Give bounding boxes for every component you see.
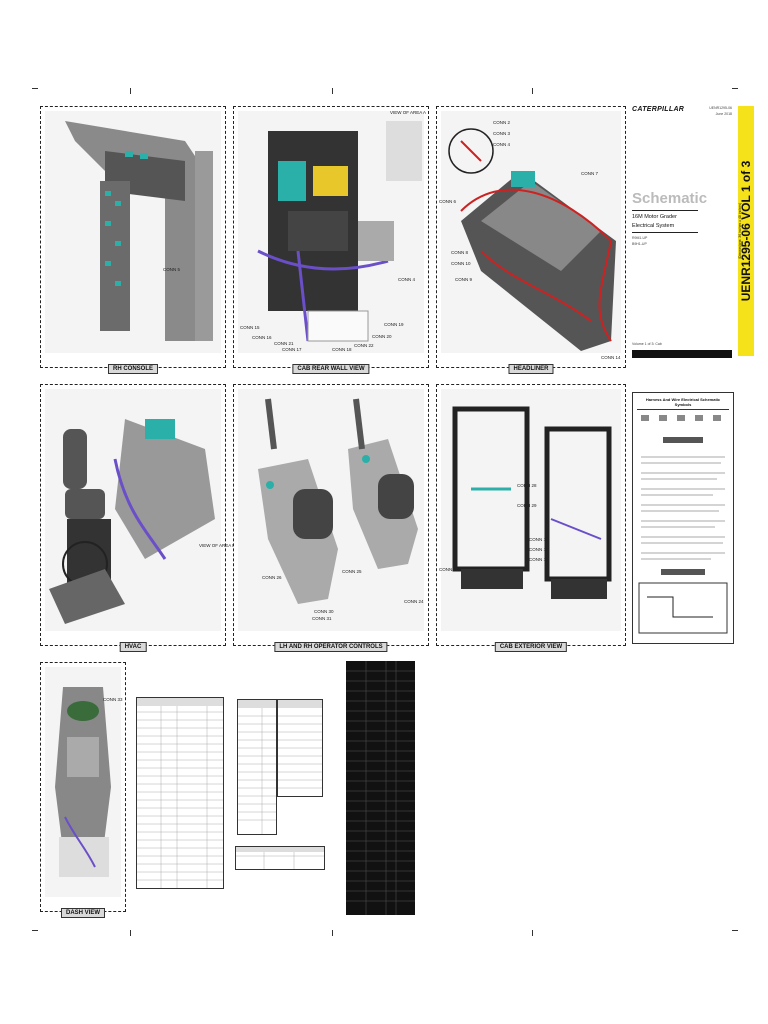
panel-operator-controls: CONN 24 CONN 25 CONN 26 CONN 30 CONN 31 … [233,384,429,652]
crop-mark [32,88,38,95]
view-tag: VIEW OF AREA B [199,543,236,548]
panel-caption: CAB EXTERIOR VIEW [494,642,568,652]
panel-caption: HVAC [119,642,147,652]
conn-label: CONN 27 [439,567,459,572]
conn-label: CONN 9 [455,277,473,282]
doc-date: June 2018 [715,112,732,116]
crop-mark [130,88,137,94]
conn-label: CONN 3 [493,131,511,136]
conn-label: CONN 25 [342,569,362,574]
conn-label: CONN 14 [601,355,621,360]
conn-label: CONN 7 [581,171,599,176]
panel-dash: CONN 33 DASH VIEW [40,662,126,918]
conn-label: CONN 16 [252,335,272,340]
view-tag: VIEW OF AREA A [390,110,427,115]
connector-table-1 [136,697,224,889]
conn-label: CONN 17 [282,347,302,352]
panel-headliner: CONN 2 CONN 3 CONN 4 CONN 6 CONN 7 CONN … [436,106,626,374]
conn-label: CONN 20 [372,334,392,339]
conn-label: CONN 10 [451,261,471,266]
conn-label: CONN 21 [274,341,294,346]
panel-caption: LH AND RH OPERATOR CONTROLS [274,642,388,652]
panel-caption: DASH VIEW [60,908,106,918]
panel-caption: CAB REAR WALL VIEW [292,364,370,374]
crop-mark [32,930,38,937]
volume-band [738,106,754,356]
crop-mark [532,88,539,94]
conn-label: CONN 10 [529,537,549,542]
conn-label: CONN 26 [262,575,282,580]
panel-cab-rear-wall: VIEW OF AREA A CONN 4 CONN 15 CONN 16 CO… [233,106,429,374]
cab-rear-wall-illustration [238,111,424,353]
conn-label: CONN 24 [404,599,424,604]
panel-rh-console: CONN 5 RH CONSOLE [40,106,226,374]
conn-label: CONN 4 [398,277,416,282]
cab-exterior-illustration [441,389,621,631]
conn-label: CONN 19 [384,322,404,327]
conn-label: CONN 28 [517,483,537,488]
conn-label: CONN 4 [493,142,511,147]
panel-caption: HEADLINER [508,364,554,374]
conn-label: CONN 11 [529,547,549,552]
conn-label: CONN 15 [240,325,260,330]
title-block: CATERPILLAR UENR1295-06 June 2018 Schema… [632,106,732,368]
conn-label: CONN 12 [529,557,549,562]
crop-mark [732,88,738,95]
document-title: Schematic [632,190,708,207]
connector-table-2 [237,699,277,835]
footer-bar [632,350,732,358]
dash-illustration [45,667,121,897]
panel-caption: RH CONSOLE [107,364,159,374]
rh-console-illustration [45,111,221,353]
machine-name: 16M Motor Grader [632,214,677,220]
crop-mark [332,930,339,936]
conn-label: CONN 2 [493,120,511,125]
conn-label: CONN 5 [163,267,181,272]
conn-label: CONN 29 [517,503,537,508]
crop-mark [732,930,738,937]
headliner-illustration [441,111,621,353]
crop-mark [532,930,539,936]
operator-controls-illustration [238,389,424,631]
serial-prefix-2: B9H1-UP [632,242,647,246]
brand-logo: CATERPILLAR [632,106,685,113]
crop-mark [332,88,339,94]
symbols-heading: Harness And Wire Electrical Schematic Sy… [637,397,729,410]
doc-number-small: UENR1295-06 [709,106,732,110]
panel-cab-exterior: CONN 27 CONN 28 CONN 29 CONN 10 CONN 11 … [436,384,626,652]
connector-table-3 [277,699,323,797]
title-rule [632,210,698,211]
conn-label: CONN 22 [354,343,374,348]
title-rule [632,232,698,233]
symbols-legend: Harness And Wire Electrical Schematic Sy… [632,392,734,644]
serial-prefix-1: R9M1-UP [632,236,648,240]
conn-label: CONN 33 [103,697,123,702]
volume-footer: Volume 1 of 3: Cab [632,342,662,346]
conn-label: CONN 30 [314,609,334,614]
connector-table-4 [235,846,325,870]
crop-mark [130,930,137,936]
volume-sub-label: (Dimensions: 36 inches x 48 inches) [738,202,742,260]
conn-label: CONN 18 [332,347,352,352]
conn-label: CONN 8 [451,250,469,255]
hvac-illustration [45,389,221,631]
conn-label: CONN 31 [312,616,332,621]
panel-hvac: VIEW OF AREA B HVAC [40,384,235,652]
system-name: Electrical System [632,223,675,229]
wire-list-table [346,661,415,915]
conn-label: CONN 6 [439,199,457,204]
